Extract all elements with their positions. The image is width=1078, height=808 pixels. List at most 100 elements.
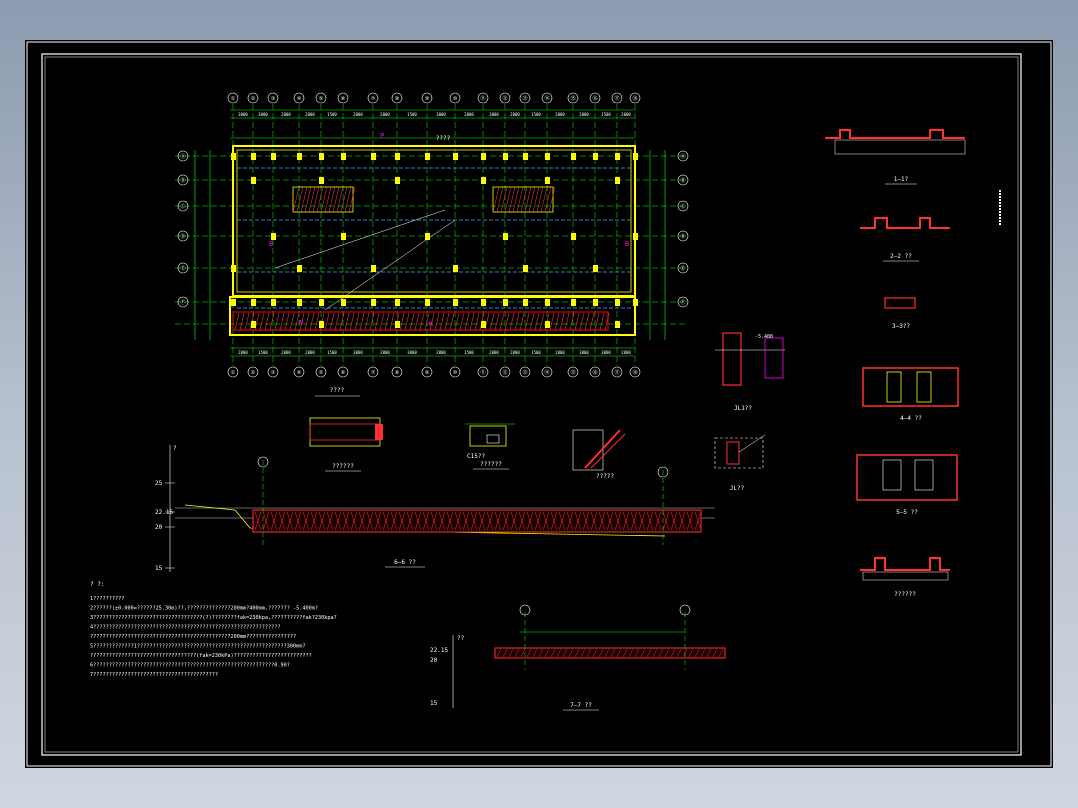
column-mark [297, 265, 302, 272]
axis-bubble-top [315, 92, 327, 104]
detail-a-title: ?????? [332, 463, 354, 470]
axis-label-top: ⑨ [425, 96, 430, 102]
plan-center-label: ???? [436, 135, 451, 142]
note-line: 3???????????????????????????????????(?)?… [90, 615, 337, 621]
column-mark [481, 177, 486, 184]
elevation-77: 20 [430, 657, 438, 664]
axis-label-right: Ⓓ [680, 233, 685, 240]
inner-frame-2 [44, 56, 1019, 753]
axis-bubble-top [541, 92, 553, 104]
column-mark [503, 153, 508, 160]
jl1-detail: -5.400 JL1?? [715, 332, 785, 412]
column-mark [341, 299, 346, 306]
axis-label-bottom: ⑪ [480, 369, 485, 376]
axis-label-bottom: ⑰ [614, 369, 619, 376]
dim-value: 3000 [436, 112, 446, 117]
column-mark [593, 265, 598, 272]
column-mark [481, 299, 486, 306]
column-mark [523, 265, 528, 272]
axis-label-top: ③ [271, 96, 276, 102]
axis-label-bottom: ⑭ [544, 369, 549, 376]
column-mark [615, 153, 620, 160]
axis-label-bottom: ④ [297, 370, 302, 376]
dim-value: 2000 [555, 350, 565, 355]
column-mark [231, 265, 236, 272]
column-mark [271, 153, 276, 160]
column-mark [395, 299, 400, 306]
axis-label-right: Ⓒ [680, 203, 685, 210]
axis-label-left: Ⓒ [180, 203, 185, 210]
dim-value: 2000 [510, 112, 520, 117]
svg-text:P: P [299, 319, 303, 327]
column-mark [271, 233, 276, 240]
dim-value: 1500 [327, 350, 337, 355]
note-line: 5?????????????1?????????????????????????… [90, 644, 306, 650]
dim-value: 3000 [353, 350, 363, 355]
column-mark [251, 177, 256, 184]
dim-value: 3000 [238, 112, 248, 117]
notes-heading: ? ?: [90, 581, 104, 588]
column-mark [481, 153, 486, 160]
general-notes: ? ?: 1??????????2??????(±0.000=??????25.… [90, 581, 337, 678]
axis-label-bottom: ⑯ [592, 369, 597, 376]
svg-text:P: P [380, 132, 384, 140]
column-mark [615, 177, 620, 184]
column-mark [545, 177, 550, 184]
dim-value: 1500 [258, 350, 268, 355]
column-mark [319, 299, 324, 306]
axis-bubble-top [519, 92, 531, 104]
note-line: 1?????????? [90, 596, 124, 602]
axis-label-bottom: ⑩ [453, 370, 458, 376]
column-mark [371, 153, 376, 160]
detail-b-title: ?????? [480, 461, 502, 468]
column-mark [571, 299, 576, 306]
axis-bubble-top [589, 92, 601, 104]
dim-value: 3000 [258, 112, 268, 117]
axis-bubble-top [227, 92, 239, 104]
dim-value: 1500 [601, 112, 611, 117]
column-mark [251, 153, 256, 160]
dim-value: 3000 [579, 350, 589, 355]
axis-label-left: Ⓔ [180, 265, 185, 272]
column-mark [341, 153, 346, 160]
section-5-title: 5—5 ?? [896, 509, 918, 516]
axis-bubble-top [293, 92, 305, 104]
detail-strip-b: C15?? ?????? [465, 423, 515, 470]
axis-label-top: ⑭ [544, 95, 549, 102]
svg-text:K: K [429, 320, 434, 328]
column-mark [395, 321, 400, 328]
column-mark [395, 153, 400, 160]
column-mark [503, 299, 508, 306]
column-mark [319, 177, 324, 184]
column-mark [545, 321, 550, 328]
column-mark [593, 299, 598, 306]
column-mark [481, 321, 486, 328]
dim-value: 2000 [579, 112, 589, 117]
elevation-66: 22.15 [155, 509, 173, 516]
axis-label-top: ⑪ [480, 95, 485, 102]
column-mark [395, 177, 400, 184]
axis-label-top: ⑦ [371, 96, 376, 102]
axis-bubble-top [337, 92, 349, 104]
section-5-5: 5—5 ?? [856, 454, 958, 516]
column-mark [371, 299, 376, 306]
dim-value: 2000 [238, 350, 248, 355]
detail-strip-c: ????? [572, 429, 626, 480]
axis-label-bottom: ⑱ [632, 369, 637, 376]
column-mark [425, 299, 430, 306]
column-mark [453, 153, 458, 160]
elevation-66: 25 [155, 480, 163, 487]
axis-bubble-top [421, 92, 433, 104]
column-mark [297, 299, 302, 306]
column-mark [231, 299, 236, 306]
axis-bubble-top [267, 92, 279, 104]
axis-label-left: Ⓕ [180, 299, 185, 306]
dim-value: 2000 [380, 350, 390, 355]
column-mark [523, 153, 528, 160]
e66-title: ? [173, 445, 177, 452]
section-66-title: 6—6 ?? [394, 559, 416, 566]
inner-frame [41, 53, 1022, 756]
